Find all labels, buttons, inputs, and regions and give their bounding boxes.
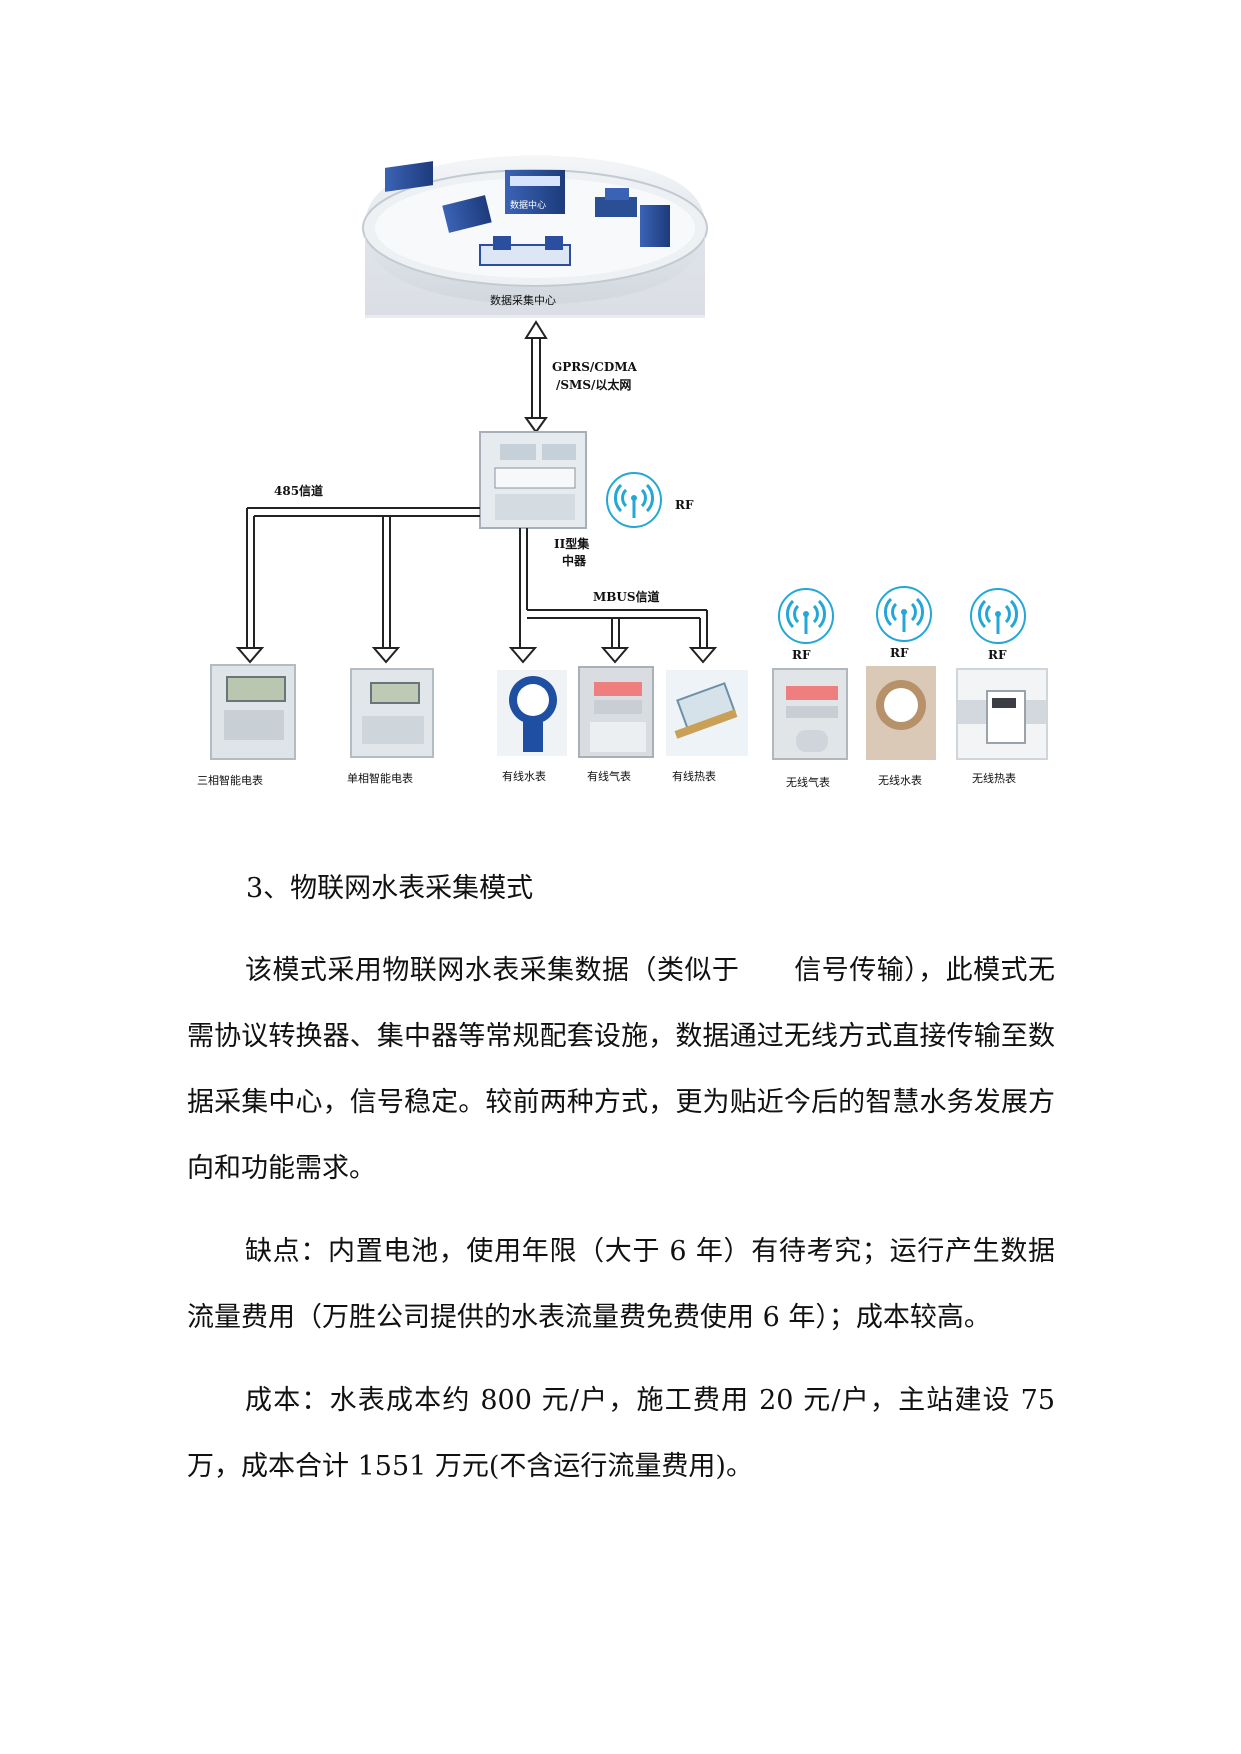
rf-label: RF [988, 648, 1007, 662]
wireless-water-meter-image [866, 666, 936, 760]
device-label: 无线气表 [786, 776, 830, 789]
device-label: 三相智能电表 [197, 774, 263, 787]
rf-wireless-icon [970, 588, 1026, 644]
wired-water-meter-image [497, 670, 567, 756]
rf-wireless-icon [606, 472, 662, 528]
data-center-label: 数据采集中心 [490, 294, 556, 307]
mbus-channel-label: MBUS信道 [593, 590, 660, 604]
paragraph-text: 成本：水表成本约 800 元/户，施工费用 20 元/户，主站建设 75 万，成… [187, 1385, 1055, 1482]
paragraph-drawbacks: 缺点：内置电池，使用年限（大于 6 年）有待考究；运行产生数据流量费用（万胜公司… [187, 1219, 1055, 1351]
device-label: 单相智能电表 [347, 772, 413, 785]
concentrator-device [479, 431, 587, 529]
rf-wireless-icon [876, 586, 932, 642]
meter-network-diagram: 数据采集中心 数据中心 GPRS/CDMA /SMS/以太网 485信道 II型… [0, 0, 1241, 830]
wired-gas-meter-image [578, 666, 654, 758]
bus-mbus [519, 528, 708, 650]
paragraph-overview: 该模式采用物联网水表采集数据（类似于 信号传输），此模式无需协议转换器、集中器等… [187, 938, 1055, 1202]
concentrator-label-line2: 中器 [562, 554, 587, 568]
data-center-building-label: 数据中心 [510, 201, 547, 211]
rf-label: RF [792, 648, 811, 662]
device-label: 有线热表 [672, 770, 716, 783]
paragraph-text: 缺点：内置电池，使用年限（大于 6 年）有待考究；运行产生数据流量费用（万胜公司… [187, 1236, 1055, 1333]
server-icons [385, 161, 670, 266]
diagram-graphics [235, 155, 718, 664]
wired-heat-meter-image [666, 670, 748, 756]
wireless-heat-meter-image [956, 668, 1048, 760]
device-label: 无线水表 [878, 774, 922, 787]
bus-485 [246, 507, 480, 650]
single-phase-meter-image [350, 668, 434, 758]
concentrator-label-line1: II型集 [554, 537, 590, 551]
device-label: 有线水表 [502, 770, 546, 783]
wireless-gas-meter-image [772, 668, 848, 760]
uplink-arrow [524, 320, 548, 434]
device-label: 无线热表 [972, 772, 1016, 785]
rf-label: RF [890, 646, 909, 660]
device-label: 有线气表 [587, 770, 631, 783]
paragraph-cost: 成本：水表成本约 800 元/户，施工费用 20 元/户，主站建设 75 万，成… [187, 1368, 1055, 1500]
rf-label: RF [675, 498, 694, 512]
rf-wireless-icon [778, 588, 834, 644]
section-heading: 3、物联网水表采集模式 [246, 873, 534, 904]
uplink-label-line1: GPRS/CDMA [552, 360, 637, 374]
uplink-label-line2: /SMS/以太网 [556, 378, 632, 392]
channel-485-label: 485信道 [274, 484, 324, 498]
three-phase-meter-image [210, 664, 296, 760]
paragraph-text: 该模式采用物联网水表采集数据（类似于 信号传输），此模式无需协议转换器、集中器等… [187, 955, 1055, 1184]
